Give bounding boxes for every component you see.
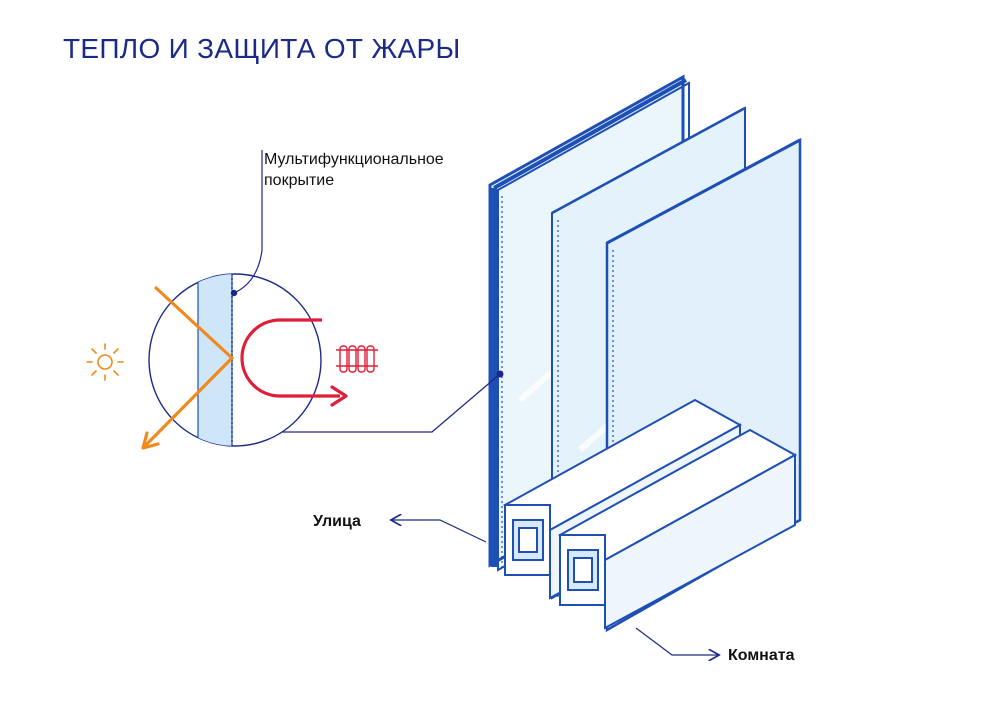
street-label: Улица: [313, 513, 361, 530]
coating-label-line1: Мультифункциональное: [264, 151, 444, 168]
room-label: Комната: [728, 647, 795, 664]
heat-reflection-arrow: [240, 318, 340, 398]
spacer-frame-right: [557, 428, 798, 630]
street-pointer-arrow: [392, 520, 487, 543]
coating-leader-line: [233, 150, 263, 294]
coating-label: Мультифункциональное покрытие: [264, 149, 524, 191]
sun-icon: [86, 343, 124, 381]
magnifier-leader-line: [268, 373, 501, 433]
radiator-icon: [336, 345, 378, 373]
page-title: ТЕПЛО И ЗАЩИТА ОТ ЖАРЫ: [63, 33, 461, 64]
room-pointer-arrow: [635, 627, 718, 655]
magnifier: [141, 150, 348, 450]
sun-ray-reflection: [141, 285, 235, 450]
coating-label-line2: покрытие: [264, 172, 335, 189]
